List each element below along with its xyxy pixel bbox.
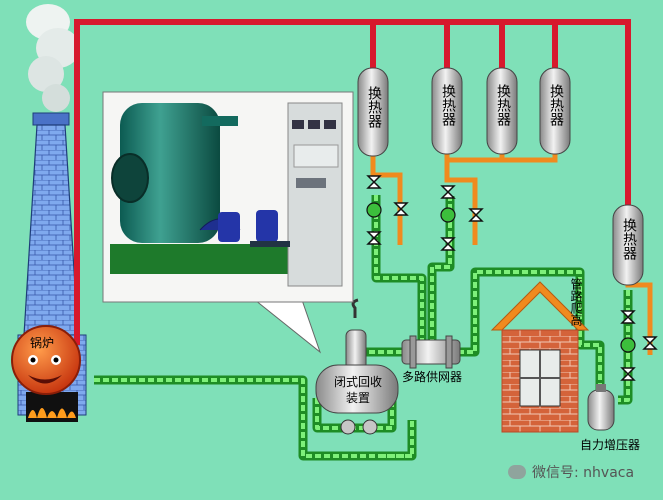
manifold-label: 多路供网器 bbox=[402, 370, 463, 384]
exchanger-label: 换热器 bbox=[495, 84, 511, 126]
supply-pipe bbox=[74, 19, 631, 345]
exchanger-label: 换热器 bbox=[366, 86, 382, 128]
heat-exchanger bbox=[357, 67, 644, 286]
exchanger-label: 换热器 bbox=[621, 218, 637, 260]
boiler-label: 锅炉 bbox=[30, 336, 55, 350]
recovery-unit-label: 闭式回收装置 bbox=[333, 375, 382, 405]
gate-valve-icon bbox=[366, 175, 658, 381]
smoke-icon bbox=[26, 4, 80, 112]
exchanger-label: 换热器 bbox=[440, 84, 456, 126]
watermark-text: 微信号: nhvaca bbox=[532, 465, 635, 481]
wechat-icon bbox=[508, 465, 526, 479]
exchanger-label: 换热器 bbox=[548, 84, 564, 126]
multi-way-manifold bbox=[401, 335, 461, 369]
equipment-photo bbox=[102, 91, 354, 303]
boiler-face-icon bbox=[11, 325, 81, 395]
watermark: 微信号: nhvaca bbox=[508, 462, 634, 482]
booster-label: 自力增压器 bbox=[580, 438, 641, 452]
pipe-climb-label: 管路爬高 bbox=[569, 278, 583, 326]
house bbox=[490, 281, 590, 433]
check-valve-icon bbox=[366, 202, 636, 353]
branch-pipe bbox=[370, 150, 653, 355]
closed-recovery-unit bbox=[315, 298, 399, 435]
self-power-booster bbox=[587, 384, 615, 431]
